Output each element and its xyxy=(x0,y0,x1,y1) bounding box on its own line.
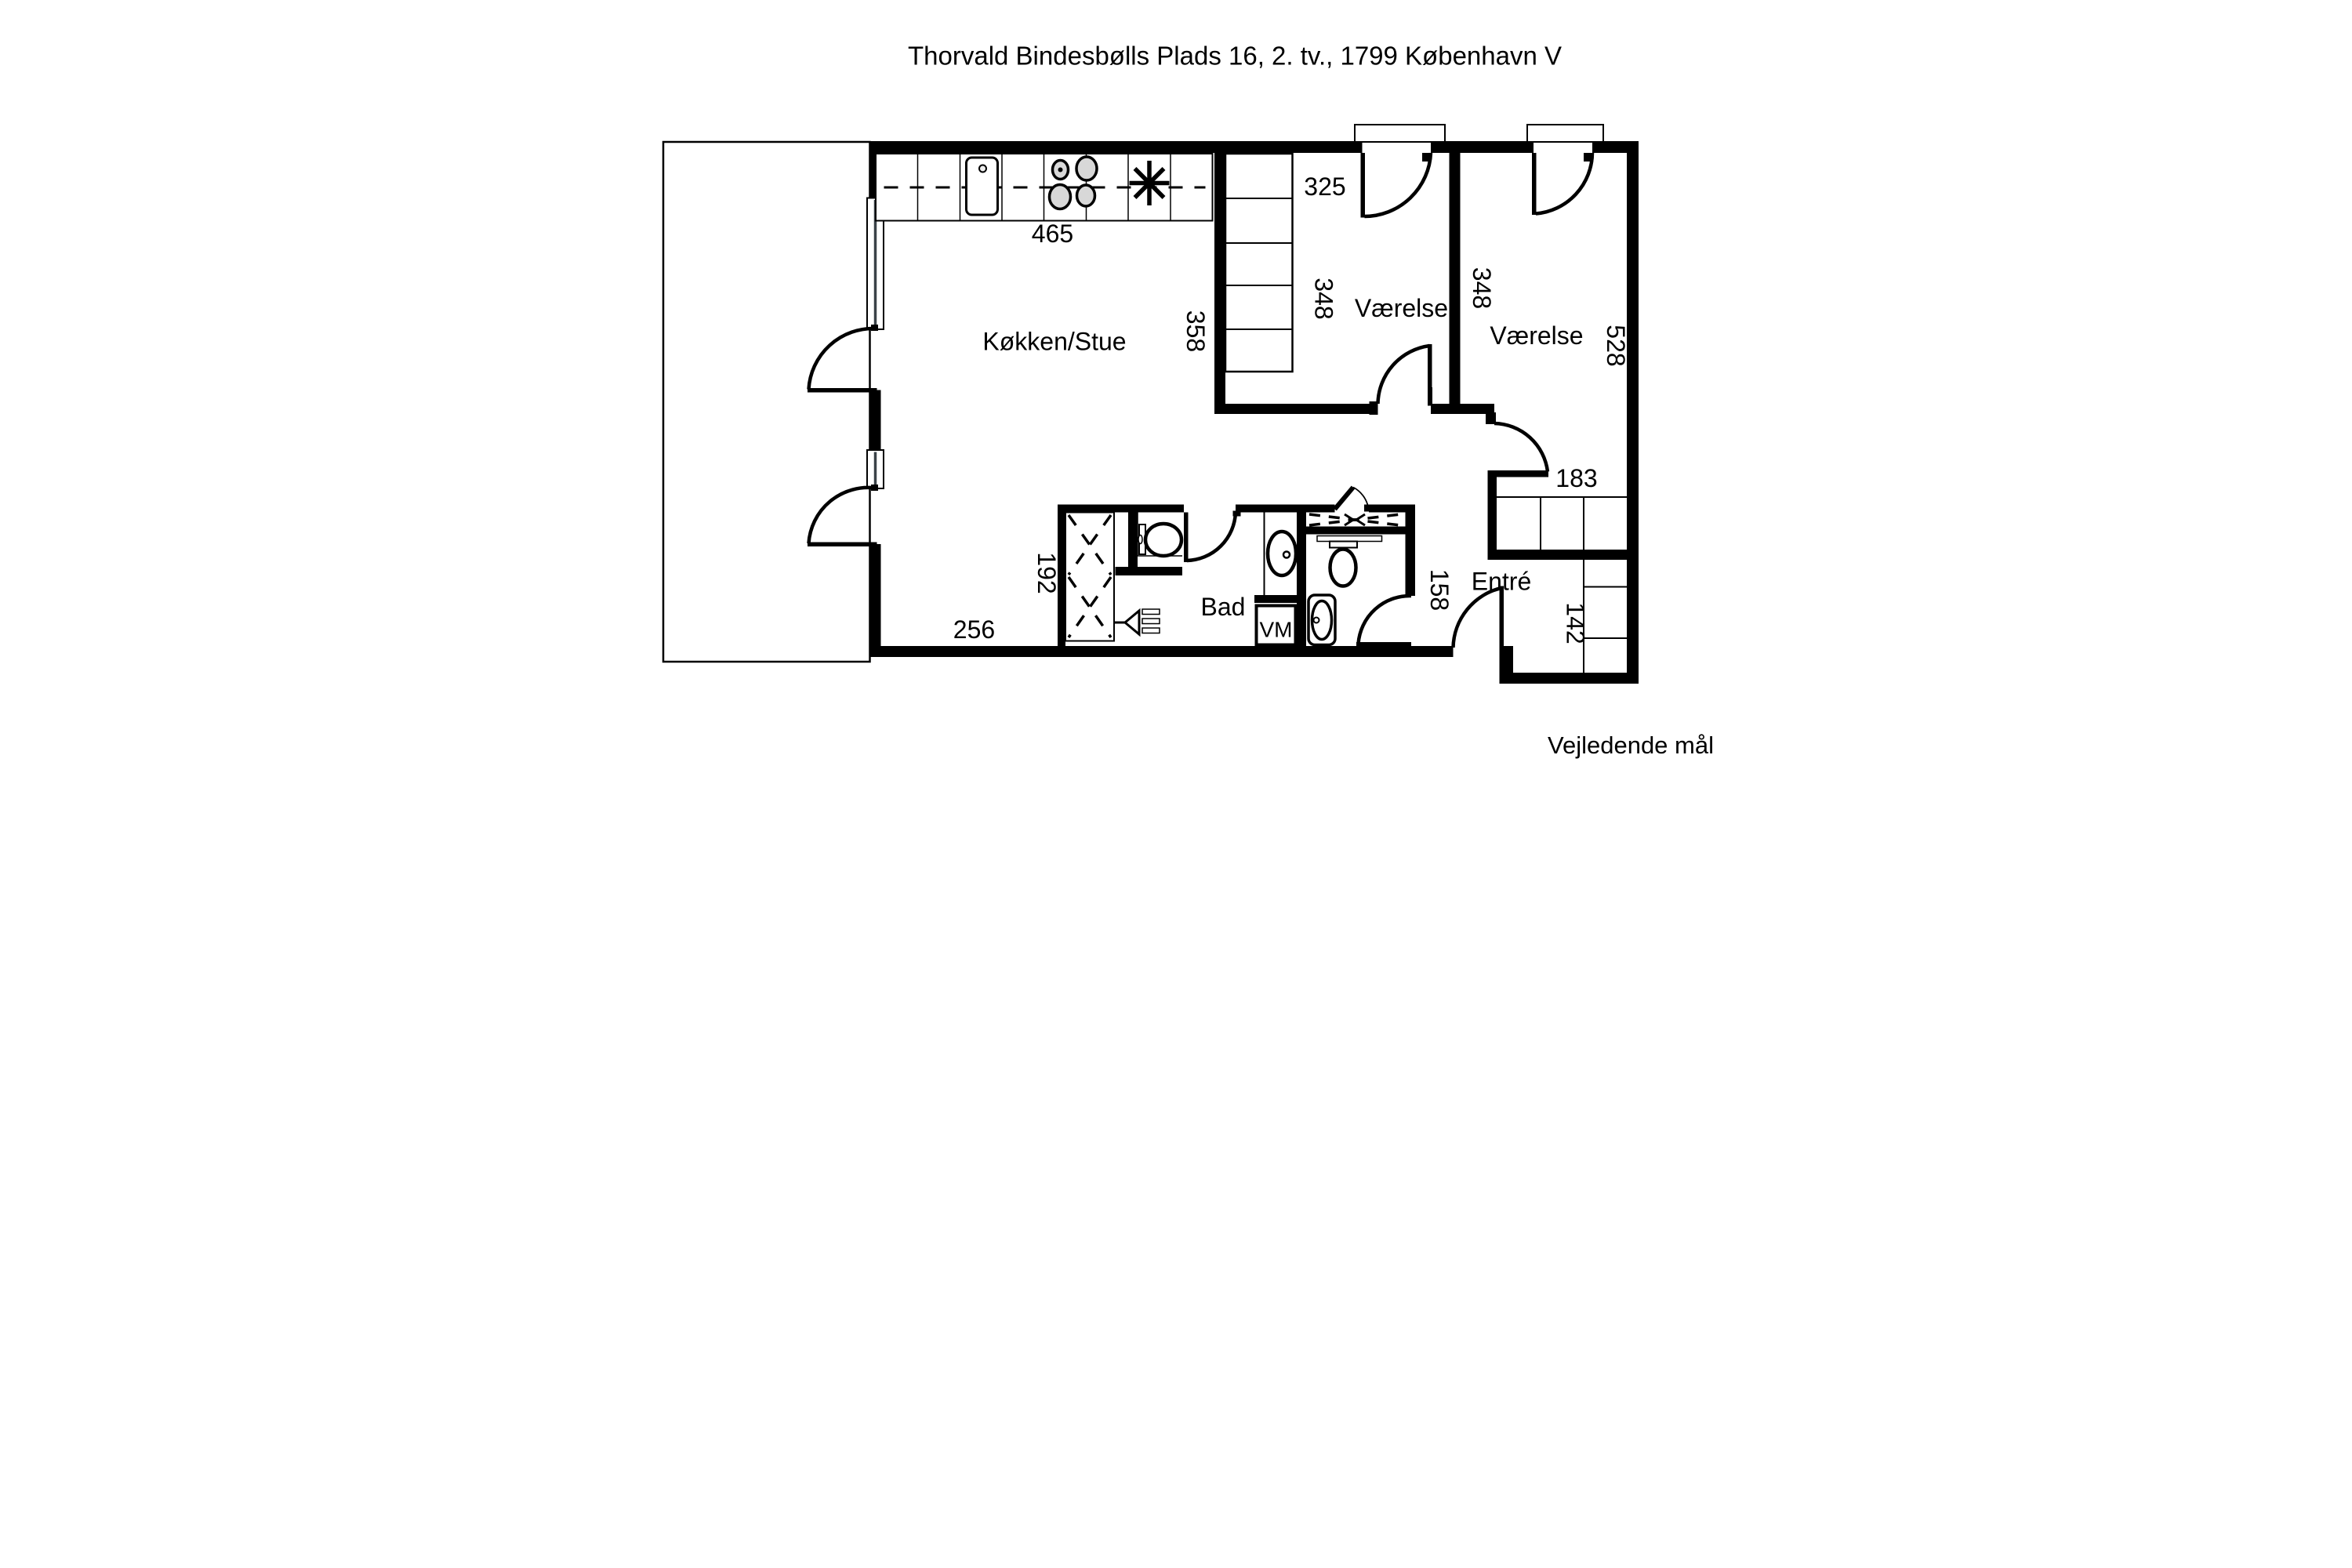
dim-kitchen-bottom: 256 xyxy=(953,615,995,644)
bathroom-door xyxy=(1184,512,1238,563)
balcony-door-left-2 xyxy=(807,449,884,546)
dim-bedroom2-depth: 348 xyxy=(1468,267,1496,309)
outer-walls xyxy=(869,141,1639,684)
footer-note: Vejledende mål xyxy=(1548,731,1714,759)
sink-icon xyxy=(965,156,999,216)
bedroom1-wardrobe-icon xyxy=(1224,152,1294,373)
door-leaf xyxy=(1333,485,1356,511)
background xyxy=(588,0,1764,784)
bedroom2-door xyxy=(1494,421,1550,472)
bedroom1-door xyxy=(1376,343,1432,406)
door-leaf xyxy=(808,388,877,393)
bedroom2-balcony-door xyxy=(1532,152,1595,216)
stove-burners-icon xyxy=(1047,155,1098,211)
entry-side-closet-icon xyxy=(1583,560,1627,673)
dim-kitchen-depth: 358 xyxy=(1181,310,1210,352)
entry-top-closet-icon xyxy=(1497,496,1627,550)
dim-bedroom1-width: 325 xyxy=(1304,172,1345,201)
kitchen-counter xyxy=(875,153,1214,222)
door-swing-icon xyxy=(807,485,876,544)
door-swing-icon xyxy=(1451,586,1502,648)
interior-walls xyxy=(1214,153,1639,560)
balcony-door-left-1 xyxy=(807,197,884,393)
room-label-entry: Entré xyxy=(1472,568,1531,596)
shower-cabinet-icon xyxy=(1065,511,1115,642)
dim-bedroom2-length: 528 xyxy=(1602,325,1630,366)
washbasin-icon xyxy=(1263,512,1298,595)
door-leaf xyxy=(1499,586,1504,651)
front-door xyxy=(1444,586,1504,657)
fridge-asterisk-icon xyxy=(1129,161,1170,205)
door-leaf xyxy=(1184,512,1189,562)
wc-door xyxy=(1356,593,1412,647)
door-leaf xyxy=(1428,344,1432,406)
dim-entry-closet: 183 xyxy=(1555,464,1597,492)
door-swing-icon xyxy=(807,326,876,390)
floor-plan-canvas: Thorvald Bindesbølls Plads 16, 2. tv., 1… xyxy=(588,0,1764,784)
door-swing-icon xyxy=(1535,152,1595,216)
bedroom1-balcony-door xyxy=(1360,152,1433,219)
door-swing-icon xyxy=(1376,343,1430,405)
dim-wc-passage: 158 xyxy=(1425,569,1454,611)
balcony-door-niches xyxy=(1354,124,1604,143)
door-swing-icon xyxy=(1364,152,1433,219)
dim-entry-width: 142 xyxy=(1562,602,1590,644)
storage-door xyxy=(1333,485,1373,512)
door-swing-icon xyxy=(1494,421,1550,472)
dim-bedroom1-depth: 348 xyxy=(1310,278,1338,319)
washbasin-icon xyxy=(1307,593,1337,647)
address-title: Thorvald Bindesbølls Plads 16, 2. tv., 1… xyxy=(908,42,1562,71)
toilet-icon xyxy=(1328,540,1358,588)
room-label-bathroom: Bad xyxy=(1201,593,1246,621)
washing-machine-icon: VM xyxy=(1254,604,1298,647)
door-swing-icon xyxy=(1186,512,1238,563)
door-leaf xyxy=(1356,642,1411,647)
door-leaf xyxy=(808,542,877,546)
washing-machine-label: VM xyxy=(1260,618,1293,642)
door-swing-icon xyxy=(1356,593,1412,644)
room-label-bedroom1: Værelse xyxy=(1355,294,1448,322)
toilet-icon xyxy=(1137,510,1184,558)
room-label-bedroom2: Værelse xyxy=(1490,321,1583,350)
bathroom-walls xyxy=(1058,504,1415,646)
floor-plan-page: Thorvald Bindesbølls Plads 16, 2. tv., 1… xyxy=(588,0,1764,784)
dim-kitchen-counter: 465 xyxy=(1032,220,1073,248)
door-leaf xyxy=(1360,153,1365,218)
room-label-kitchen-living: Køkken/Stue xyxy=(982,328,1126,356)
wc-room xyxy=(1307,535,1412,647)
door-leaf xyxy=(1532,153,1537,215)
shelf xyxy=(1316,535,1383,543)
sliding-door-icon xyxy=(1308,513,1401,527)
dim-kitchen-nook: 192 xyxy=(1033,552,1061,593)
shower-head-icon xyxy=(1114,608,1160,637)
